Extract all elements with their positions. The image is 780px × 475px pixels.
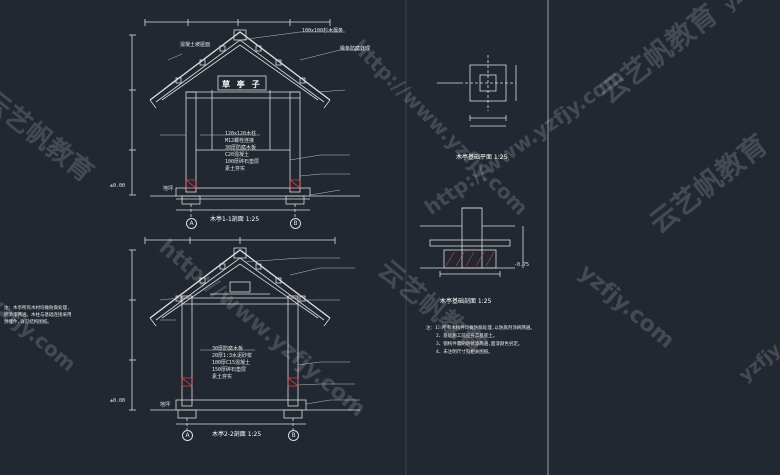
notes-right-line: 3、钢构件需刷防锈漆两遍,面漆颜色另定。 — [436, 342, 523, 347]
section-2-title: 木亭2-2剖面 1:25 — [212, 431, 262, 438]
detail-plan-title: 木亭基础平面 1:25 — [456, 154, 508, 161]
section-2-wall-note: 20厚1:3水泥砂浆 — [212, 353, 253, 359]
section-1-grid-b: B — [290, 218, 301, 229]
section-1-grid-a: A — [186, 218, 197, 229]
section-1-wall-note: 素土夯实 — [225, 166, 246, 172]
section-1-wall-note: 100厚碎石垫层 — [225, 159, 260, 165]
notes-left-line: 预埋件,详见结构图纸。 — [4, 320, 52, 325]
section-2-leaders — [159, 257, 360, 405]
section-2-ground: 地坪 — [160, 402, 171, 408]
detail-section-drawing — [420, 207, 524, 277]
section-2-wall-note: 30厚防腐木板 — [212, 346, 244, 352]
section-1-wall-note: 120x120木柱 — [225, 131, 257, 137]
section-2-elevation: ±0.00 — [110, 398, 126, 404]
section-1-leaders — [159, 31, 365, 196]
detail-section-title: 木亭基础剖面 1:25 — [440, 298, 492, 305]
section-1-drawing — [129, 19, 360, 218]
section-1-title: 木亭1-1剖面 1:25 — [210, 216, 260, 223]
pavilion-sign-text: 草 亭 子 — [222, 79, 262, 89]
section-2-wall-note: 100厚C15混凝土 — [212, 360, 251, 366]
notes-left-line: 注：木亭所有木材均做防腐处理, — [4, 306, 70, 311]
section-2-red-accents — [181, 377, 299, 387]
section-1-roof-note: 混凝土坡屋面 — [180, 42, 211, 48]
section-1-red-accents — [185, 179, 301, 189]
notes-right-line: 2、基础施工前应夯实基底土。 — [436, 334, 498, 339]
section-1-wall-note: C20混凝土 — [225, 152, 250, 158]
detail-section-hatch — [445, 251, 495, 267]
section-2-grid-b: B — [288, 430, 299, 441]
section-2-wall-note: 150厚碎石垫层 — [212, 367, 247, 373]
section-1-wall-note: 30厚防腐木板 — [225, 145, 257, 151]
notes-right-line: 4、未注明尺寸见相关图纸。 — [436, 350, 493, 355]
section-2-drawing — [129, 237, 360, 430]
section-1-roof-note: 100x100杉木檩条 — [302, 28, 344, 34]
section-1-elevation: ±0.00 — [110, 183, 126, 189]
detail-section-elevation: -0.75 — [514, 262, 530, 268]
notes-left-line: 刷清漆两遍。木柱与基础连接采用 — [4, 313, 72, 318]
section-1-ground: 地坪 — [163, 186, 174, 192]
section-2-grid-a: A — [182, 430, 193, 441]
section-1-roof-note: 椽条防腐处理 — [340, 46, 371, 52]
section-1-wall-note: M12螺栓连接 — [225, 138, 255, 144]
notes-right-line: 注：1、所有木构件均做防腐处理,以防腐剂涂刷两遍。 — [426, 326, 535, 331]
section-2-wall-note: 素土夯实 — [212, 374, 233, 380]
detail-plan-drawing — [437, 55, 517, 127]
